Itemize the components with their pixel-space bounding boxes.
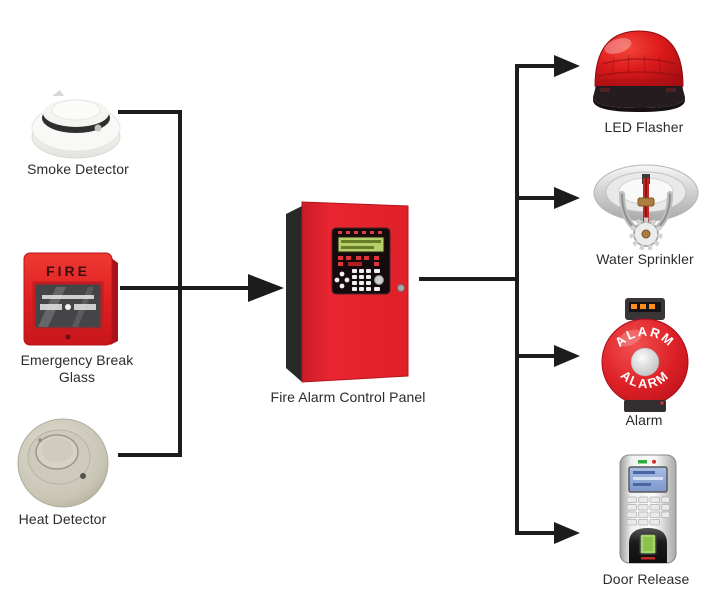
led-flasher-label: LED Flasher	[604, 119, 684, 135]
connector-branch-alarm	[515, 354, 554, 358]
svg-text:ALARM: ALARM	[618, 367, 672, 391]
connector-heat-branch	[118, 453, 182, 457]
connector-left-trunk	[178, 110, 182, 457]
connector-right-trunk	[515, 64, 519, 535]
led-flasher-image	[586, 24, 692, 116]
connector-branch-led-flasher	[515, 64, 554, 68]
fire-alarm-control-panel-image	[284, 198, 412, 384]
break-glass-fire-text: FIRE	[46, 263, 90, 279]
arrowhead-into-panel	[248, 274, 284, 302]
arrowhead-door-release	[554, 522, 580, 544]
alarm-text-bottom: ALARM	[618, 367, 670, 391]
alarm-label: Alarm	[625, 412, 663, 428]
water-sprinkler-image	[592, 162, 700, 250]
connector-breakglass-to-panel	[120, 286, 248, 290]
connector-branch-door-release	[515, 531, 554, 535]
door-release-label: Door Release	[602, 571, 690, 587]
alarm-bell-image: ALARM ALARM	[600, 296, 692, 414]
heat-detector-image	[16, 416, 110, 510]
arrowhead-water-sprinkler	[554, 187, 580, 209]
connector-smoke-branch	[118, 110, 182, 114]
arrowhead-alarm	[554, 345, 580, 367]
smoke-detector-image	[30, 76, 122, 160]
water-sprinkler-label: Water Sprinkler	[596, 251, 694, 267]
connector-panel-output	[419, 277, 519, 281]
heat-detector-label: Heat Detector	[18, 511, 107, 527]
emergency-break-glass-label: Emergency Break Glass	[20, 352, 134, 385]
emergency-break-glass-image: FIRE	[22, 249, 120, 349]
fire-alarm-control-panel-label: Fire Alarm Control Panel	[270, 389, 426, 405]
connector-branch-water-sprinkler	[515, 196, 554, 200]
door-release-image	[616, 453, 680, 567]
arrowhead-led-flasher	[554, 55, 580, 77]
smoke-detector-label: Smoke Detector	[27, 161, 129, 177]
